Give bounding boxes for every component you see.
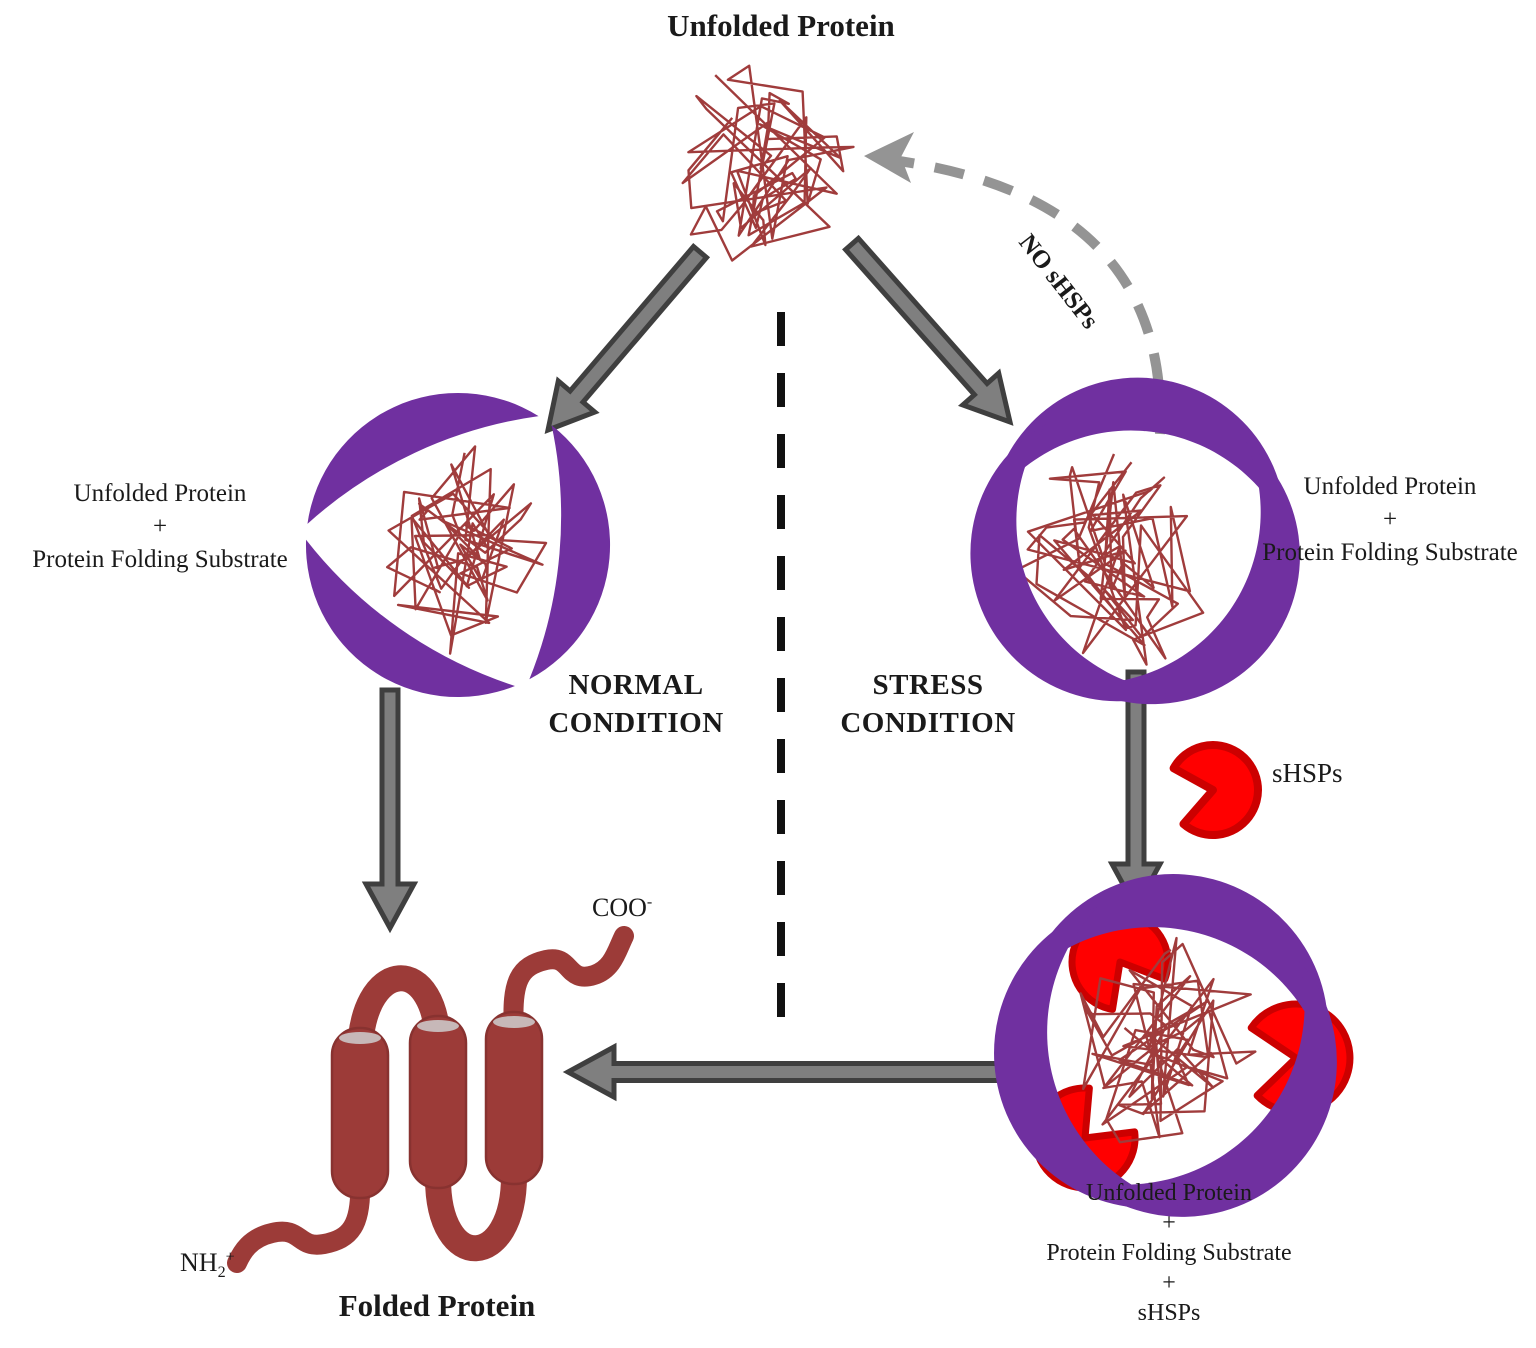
arrow-unfolded-to-stress <box>842 234 1014 426</box>
shsp-complex-crescents <box>994 874 1337 1217</box>
folded-protein-title: Folded Protein <box>338 1288 536 1323</box>
normal-condition-line2: CONDITION <box>548 707 724 739</box>
stress-condition-line1: STRESS <box>872 669 984 701</box>
nh2-sub: 2 <box>217 1264 226 1282</box>
coo-terminus-label: COO- <box>592 893 652 923</box>
bottom-complex-label-plus2: + <box>1162 1270 1176 1296</box>
no-shsps-dashed-arrowhead <box>864 132 914 183</box>
nh2-terminus-label: NH2+ <box>180 1248 235 1282</box>
stress-condition-line2: CONDITION <box>840 707 1016 739</box>
folded-protein-bottom-loop <box>425 1163 527 1262</box>
arrow-unfolded-to-normal <box>544 242 711 434</box>
folded-protein-helix-3-highlight <box>493 1016 535 1028</box>
shsp-complex-substrate-scribble <box>1079 936 1257 1144</box>
unfolded-protein-title: Unfolded Protein <box>667 8 895 43</box>
chaperone-complex-normal <box>306 393 611 698</box>
normal-complex-crescents <box>306 393 611 698</box>
left-complex-label-line2: Protein Folding Substrate <box>32 546 288 573</box>
bottom-complex-label-plus1: + <box>1162 1210 1176 1236</box>
folded-protein-helix-3 <box>484 1010 544 1186</box>
arrow-stress-complex-to-shsp-complex <box>1107 669 1165 914</box>
unfolded-protein-scribble <box>681 64 855 262</box>
folded-protein-helix-1-highlight <box>339 1032 381 1044</box>
stress-complex-substrate-scribble <box>1014 453 1205 666</box>
no-shsps-dashed-arrow <box>891 155 1166 435</box>
bottom-complex-label-line2: Protein Folding Substrate <box>1046 1240 1292 1266</box>
nh2-sup: + <box>225 1248 235 1266</box>
coo-sup: - <box>646 893 653 911</box>
folded-protein-helix-2-highlight <box>417 1020 459 1032</box>
nh2-base: NH <box>180 1248 218 1277</box>
chaperone-complex-stress <box>970 377 1300 705</box>
bottom-complex-label: Unfolded Protein + Protein Folding Subst… <box>1014 1178 1324 1328</box>
bottom-complex-label-line3: sHSPs <box>1137 1300 1201 1326</box>
left-complex-label-plus: + <box>152 513 168 540</box>
shsp-pacman <box>1169 741 1262 839</box>
right-complex-label: Unfolded Protein + Protein Folding Subst… <box>1246 470 1534 569</box>
normal-condition-line1: NORMAL <box>568 669 704 701</box>
arrow-normal-complex-to-folded <box>361 687 419 934</box>
left-complex-label: Unfolded Protein + Protein Folding Subst… <box>8 477 312 576</box>
arrow-shsp-complex-to-folded <box>562 1042 1035 1102</box>
shsps-label: sHSPs <box>1272 758 1343 788</box>
chaperone-shsp-complex <box>994 874 1354 1217</box>
folded-protein-helix-2 <box>408 1014 468 1190</box>
normal-condition-label: NORMAL CONDITION <box>486 666 786 742</box>
right-complex-label-plus: + <box>1382 506 1398 533</box>
folded-protein-helix-1 <box>330 1026 390 1200</box>
normal-complex-substrate-scribble <box>386 445 548 655</box>
folded-protein-nh2-tail <box>227 1170 371 1273</box>
folded-protein-illustration <box>227 926 634 1273</box>
coo-base: COO <box>592 893 647 922</box>
stress-condition-label: STRESS CONDITION <box>778 666 1078 742</box>
right-complex-label-line1: Unfolded Protein <box>1303 473 1477 500</box>
right-complex-label-line2: Protein Folding Substrate <box>1262 539 1518 566</box>
bottom-complex-label-line1: Unfolded Protein <box>1086 1180 1252 1206</box>
left-complex-label-line1: Unfolded Protein <box>73 480 247 507</box>
folded-protein-coo-tail <box>503 926 634 1040</box>
stress-complex-crescents <box>970 377 1300 705</box>
